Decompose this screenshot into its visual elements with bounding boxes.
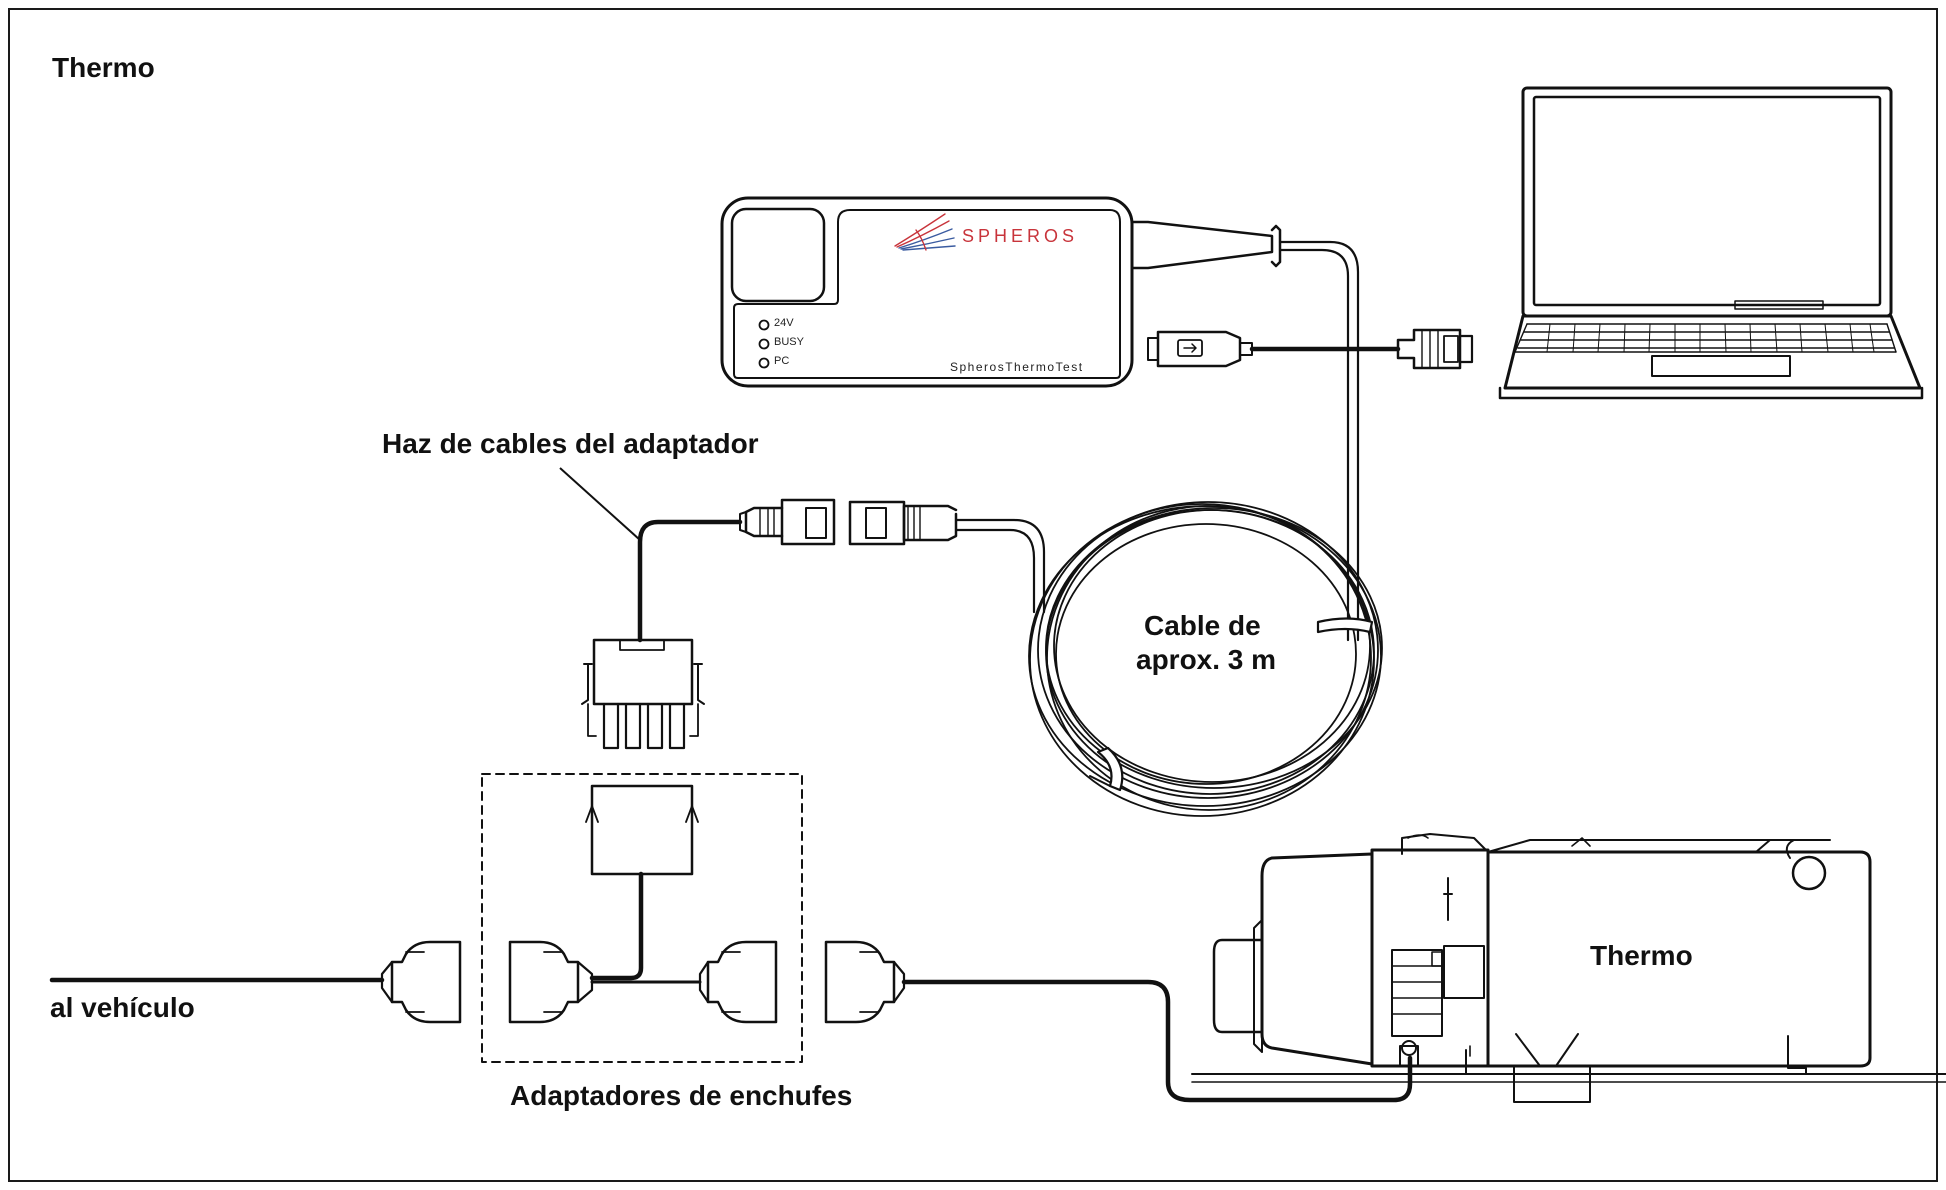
cable-length-label-line2: aprox. 3 m [1136,644,1277,675]
diagram-frame [8,8,1938,1182]
heater-cable [901,979,1413,1103]
harness-cable [954,518,1046,614]
usb-plug-icon [1147,330,1253,368]
adapter-harness-cable [637,519,743,643]
led-label-24v: 24V [774,317,794,329]
tester-device-icon [720,196,1282,388]
heater-icon [1191,833,1946,1103]
adapter-group-box [481,773,803,1063]
vehicle-label: al vehículo [50,992,195,1023]
laptop-icon [1498,86,1924,400]
led-label-busy: BUSY [774,336,804,348]
usb-laptop-plug [1396,328,1474,370]
connector-icon [848,500,958,546]
tester-cable [1278,240,1360,642]
led-label-pc: PC [774,355,790,367]
page-title: Thermo [52,52,155,83]
harness-label: Haz de cables del adaptador [382,428,759,459]
cable-length-label-line1: Cable de [1144,610,1261,641]
brand-logo-text: SPHEROS [962,226,1079,246]
adapters-label: Adaptadores de enchufes [510,1080,853,1111]
connector-icon [824,940,906,1024]
adapter-link-cable [589,871,644,981]
connector-icon [581,638,705,750]
cable-coil-icon [1028,501,1383,817]
connector-icon [698,940,778,1024]
connector-icon [380,940,462,1024]
heater-label: Thermo [1590,940,1693,971]
device-model-label: SpherosThermoTest [950,360,1084,374]
connector-icon [508,940,594,1024]
